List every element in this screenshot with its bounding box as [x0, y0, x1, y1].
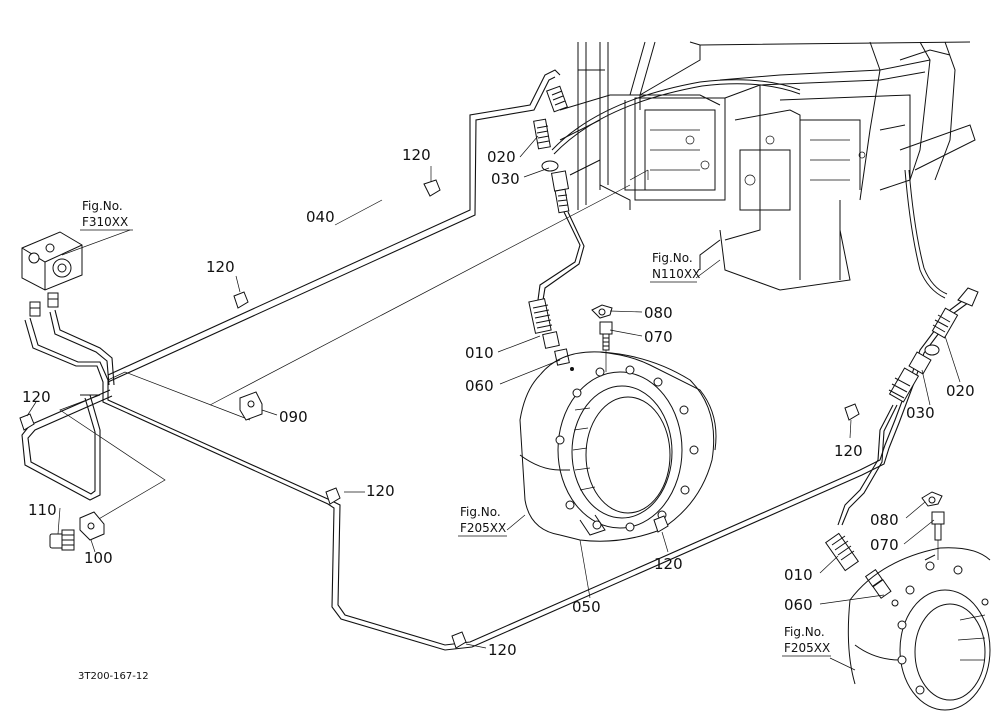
- brake-housing-050: [519, 351, 717, 542]
- label-070: 070: [644, 328, 673, 346]
- clips-120: [19, 179, 860, 649]
- label-070: 070: [870, 536, 899, 554]
- valve-block: [21, 231, 83, 317]
- label-080: 080: [870, 511, 899, 529]
- fig-ref-line1: Fig.No.: [82, 199, 123, 213]
- label-060: 060: [465, 377, 494, 395]
- label-020: 020: [946, 382, 975, 400]
- fig-ref-line2: F205XX: [784, 641, 830, 655]
- label-120: 120: [402, 146, 431, 164]
- left-fittings: [528, 85, 613, 372]
- fig-ref-f205-right: Fig.No. F205XX: [782, 625, 831, 657]
- label-090: 090: [279, 408, 308, 426]
- bolt-110: [49, 529, 75, 551]
- label-050: 050: [572, 598, 601, 616]
- right-brake-housing: [847, 547, 991, 711]
- label-100: 100: [84, 549, 113, 567]
- label-010: 010: [465, 344, 494, 362]
- label-110: 110: [28, 501, 57, 519]
- leader-lines: [26, 135, 961, 671]
- drawing-code: 3T200-167-12: [78, 671, 149, 682]
- label-120: 120: [206, 258, 235, 276]
- label-080: 080: [644, 304, 673, 322]
- part-labels: 040 120 120 120 120 120 120 120 020 030 …: [22, 146, 975, 659]
- fig-ref-line1: Fig.No.: [652, 251, 693, 265]
- fig-ref-line1: Fig.No.: [784, 625, 825, 639]
- label-010: 010: [784, 566, 813, 584]
- fig-ref-n110: Fig.No. N110XX: [650, 251, 700, 283]
- fig-ref-line2: F310XX: [82, 215, 128, 229]
- fig-ref-line2: N110XX: [652, 267, 700, 281]
- label-120: 120: [654, 555, 683, 573]
- label-020: 020: [487, 148, 516, 166]
- fig-ref-line1: Fig.No.: [460, 505, 501, 519]
- label-060: 060: [784, 596, 813, 614]
- fig-ref-f205-left: Fig.No. F205XX: [458, 505, 507, 537]
- label-030: 030: [491, 170, 520, 188]
- plate-100: [79, 511, 105, 541]
- label-040: 040: [306, 208, 335, 226]
- label-120: 120: [488, 641, 517, 659]
- right-fittings: [824, 287, 979, 607]
- label-120: 120: [22, 388, 51, 406]
- tractor-frame: [551, 41, 976, 299]
- guide-lines: [59, 169, 649, 531]
- clamp-090: [239, 391, 263, 421]
- fig-ref-line2: F205XX: [460, 521, 506, 535]
- label-030: 030: [906, 404, 935, 422]
- label-120: 120: [834, 442, 863, 460]
- label-120: 120: [366, 482, 395, 500]
- fig-ref-f310: Fig.No. F310XX: [80, 199, 133, 231]
